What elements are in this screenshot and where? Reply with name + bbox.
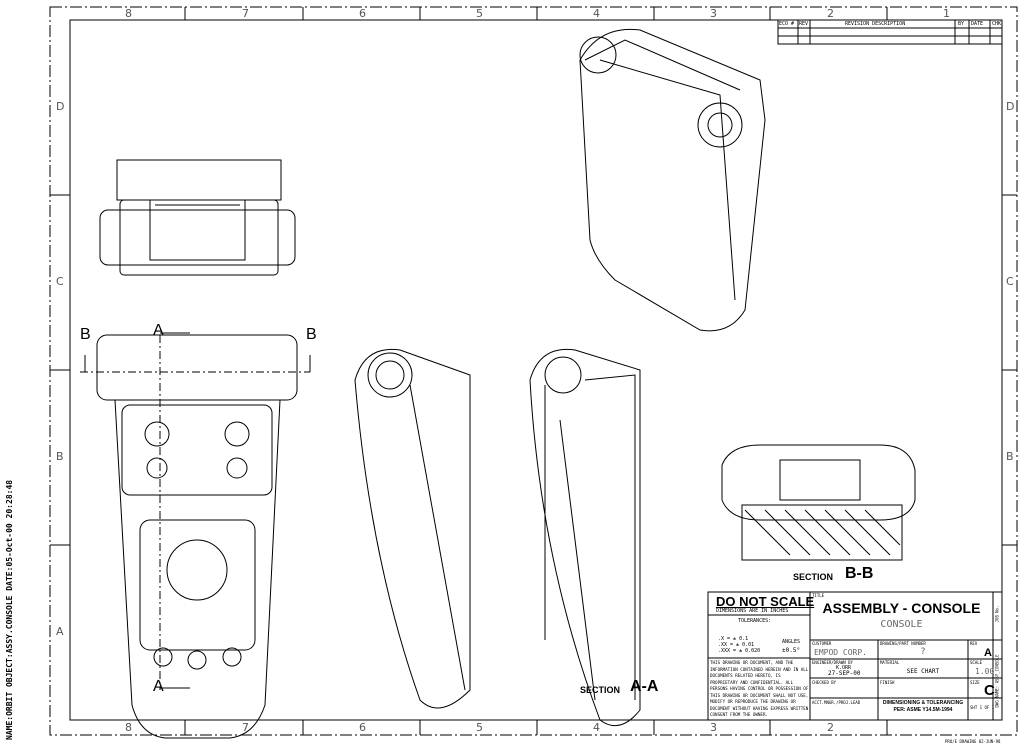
front-view: [80, 332, 311, 739]
tol-xxx: .XXX = ± 0.020: [718, 648, 761, 654]
engineer-label: ENGINEER/DRAWN BY: [812, 660, 853, 665]
zone-col-7-bottom: 7: [242, 721, 249, 734]
zone-row-d: D: [56, 100, 65, 113]
zone-col-4: 4: [593, 7, 600, 20]
side-view: [354, 348, 471, 709]
zone-col-6: 6: [359, 7, 366, 20]
cut-label-a-top: A: [153, 322, 164, 339]
zone-col-5: 5: [476, 7, 483, 20]
customer-label: CUSTOMER: [812, 641, 832, 646]
zone-col-1: 1: [943, 7, 950, 20]
zone-row-c: C: [56, 275, 64, 288]
zone-col-3-bottom: 3: [710, 721, 717, 734]
zone-col-6-bottom: 6: [359, 721, 366, 734]
scale-value: 1.00: [975, 667, 995, 676]
zone-col-7: 7: [242, 7, 249, 20]
isometric-view: [579, 28, 766, 332]
zone-col-8-bottom: 8: [125, 721, 132, 734]
angles-label: ANGLES: [782, 639, 801, 645]
do-not-scale: DO NOT SCALE: [716, 594, 815, 609]
angles-value: ±0.5°: [782, 647, 801, 654]
rev-header-eco: ECO #: [779, 21, 795, 27]
rev-label: REV: [970, 641, 978, 646]
cut-label-a-bottom: A: [153, 678, 164, 695]
rev-header-chk: CHK: [992, 21, 1002, 27]
side-job-number: JOB No.: [994, 605, 1000, 623]
dimensioning-standard: PER: ASME Y14.5M-1994: [893, 707, 953, 713]
section-bb-label: B-B: [845, 565, 874, 582]
rev-header-description: REVISION DESCRIPTION: [845, 21, 906, 27]
zone-ticks: [50, 7, 1017, 735]
dimensions-note: DIMENSIONS ARE IN INCHES: [716, 608, 789, 614]
rev-header-date: DATE: [971, 21, 984, 27]
part-number-label: DRAWING/PART NUMBER: [880, 641, 926, 646]
engineer-date: 27-SEP-00: [828, 670, 861, 677]
zone-col-8: 8: [125, 7, 132, 20]
size-value: C: [984, 682, 995, 699]
zone-col-5-bottom: 5: [476, 721, 483, 734]
size-label: SIZE: [970, 680, 980, 685]
zone-row-b: B: [56, 450, 64, 463]
rev-value: A: [984, 647, 992, 659]
section-aa-label: A-A: [630, 678, 659, 695]
tol-xx: .XX = ± 0.01: [718, 642, 755, 648]
tolerances-label: TOLERANCES:: [738, 618, 772, 624]
acct-label: ACCT.MNGR./PROJ.LEAD: [812, 700, 861, 705]
margin-file-info: NAME:ORBIT OBJECT:ASSY.CONSOLE DATE:05-O…: [5, 479, 14, 740]
footer-drawing-date: PRO/E DRAWING 02-JUN-98: [945, 739, 1001, 744]
part-number-value: ?: [920, 647, 926, 657]
finish-label: FINISH: [880, 680, 895, 685]
drawing-subtitle: CONSOLE: [880, 619, 923, 630]
rev-header-by: BY: [958, 21, 965, 27]
customer-value: EMPOD CORP.: [814, 648, 867, 657]
section-bb-view: [721, 444, 916, 561]
outer-border: [49, 6, 1018, 736]
cut-label-b-left: B: [80, 326, 91, 343]
tol-x: .X = ± 0.1: [718, 636, 749, 642]
title-block-grid: [707, 591, 1003, 721]
cut-label-b-right: B: [306, 326, 317, 343]
zone-col-2: 2: [827, 7, 834, 20]
zone-row-b-right: B: [1006, 450, 1014, 463]
scale-label: SCALE: [970, 660, 983, 665]
zone-col-3: 3: [710, 7, 717, 20]
proprietary-notice: THIS DRAWING OR DOCUMENT, AND THE INFORM…: [710, 660, 809, 717]
dimensioning-note: DIMENSIONING & TOLERANCING: [882, 700, 964, 706]
zone-row-a: A: [56, 625, 64, 638]
section-bb-word: SECTION: [793, 572, 834, 582]
rev-header-rev: REV: [799, 21, 809, 27]
section-aa-word: SECTION: [580, 685, 621, 695]
revision-table-grid: [777, 19, 1003, 45]
drawing-title: ASSEMBLY - CONSOLE: [822, 600, 981, 616]
top-view: [99, 159, 296, 276]
material-value: SEE CHART: [906, 668, 940, 675]
zone-col-4-bottom: 4: [593, 721, 600, 734]
title-label: TITLE: [812, 593, 825, 598]
engineer-value: K.ORR: [836, 665, 852, 671]
checked-by-label: CHECKED BY: [812, 680, 837, 685]
material-label: MATERIAL: [880, 660, 900, 665]
zone-row-d-right: D: [1006, 100, 1015, 113]
section-aa-view: [529, 348, 641, 727]
zone-row-c-right: C: [1006, 275, 1014, 288]
zone-col-2-bottom: 2: [827, 721, 834, 734]
sheet-number: SHT 1 OF 1: [970, 705, 995, 710]
